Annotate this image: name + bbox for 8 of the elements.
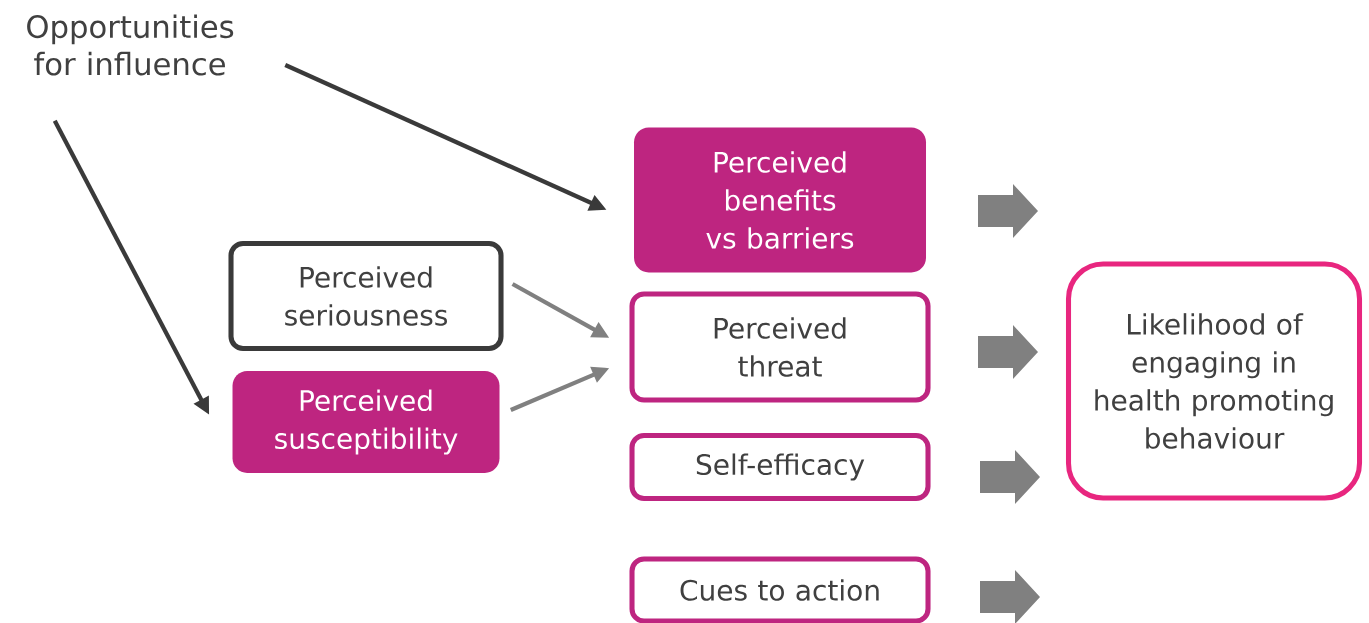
factor-box: Self-efficacy: [629, 432, 931, 502]
outcome-box: Likelihood of engaging in health promoting behaviour: [1065, 261, 1363, 501]
heading-text: Opportunities for influence: [27, 14, 234, 76]
factor-box: Cues to action: [629, 556, 931, 623]
factor-box: Perceived threat: [629, 291, 931, 403]
factor-box: Perceived benefits vs barriers: [634, 127, 926, 273]
factor-box: Perceived susceptibility: [232, 371, 500, 473]
factor-box: Perceived seriousness: [228, 240, 504, 352]
